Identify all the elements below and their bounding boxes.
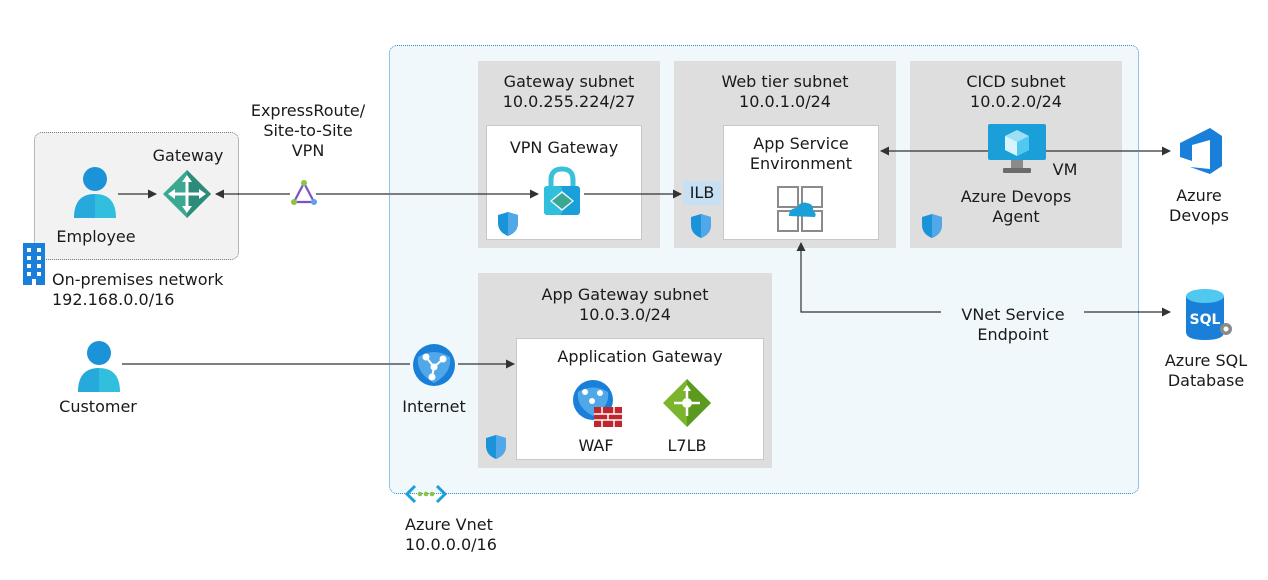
vpn-triangle-icon [291, 180, 317, 205]
expressroute-label-3: VPN [291, 141, 325, 160]
svg-text:SQL: SQL [1190, 312, 1221, 328]
azure-sql-label-1: Azure SQL [1164, 351, 1248, 370]
waf-icon [573, 380, 622, 427]
lock-gateway-icon [544, 166, 580, 215]
router-gateway-icon [163, 170, 211, 218]
vpn-gateway-label: VPN Gateway [509, 138, 619, 157]
waf-label: WAF [578, 436, 614, 455]
vnet-icon [404, 484, 448, 504]
employee-label: Employee [56, 227, 136, 246]
l7lb-label: L7LB [667, 436, 707, 455]
vnet-cidr-label: 10.0.0.0/16 [405, 535, 497, 554]
ilb-badge: ILB [683, 181, 721, 205]
shield-icon [691, 214, 711, 238]
expressroute-label-1: ExpressRoute/ [250, 101, 366, 120]
app-gateway-subnet-title: App Gateway subnet [541, 285, 709, 304]
customer-label: Customer [59, 397, 137, 416]
azure-devops-label-1: Azure [1176, 186, 1222, 205]
shield-icon [486, 435, 506, 459]
shield-icon [498, 212, 518, 236]
vnet-endpoint-label-2: Endpoint [977, 325, 1049, 344]
application-gateway-label: Application Gateway [557, 347, 723, 366]
l7lb-icon [663, 379, 711, 427]
user-icon [74, 167, 116, 218]
azure-devops-icon [1180, 128, 1222, 174]
shield-icon [922, 214, 942, 238]
vnet-name-label: Azure Vnet [405, 515, 493, 534]
application-gateway-box [516, 338, 764, 460]
devops-agent-label-2: Agent [992, 207, 1040, 226]
building-icon [23, 243, 45, 285]
cicd-subnet-cidr: 10.0.2.0/24 [970, 92, 1062, 111]
user-icon [78, 341, 120, 392]
app-gateway-subnet-cidr: 10.0.3.0/24 [579, 305, 671, 324]
azure-sql-label-2: Database [1167, 371, 1245, 390]
gateway-subnet-title: Gateway subnet [503, 72, 635, 91]
app-service-env-label-1: App Service [753, 134, 849, 153]
web-tier-subnet-title: Web tier subnet [721, 72, 849, 91]
gateway-subnet-cidr: 10.0.255.224/27 [502, 92, 636, 111]
azure-devops-label-2: Devops [1169, 206, 1229, 225]
vm-label: VM [1052, 160, 1078, 179]
sql-database-icon: SQL [1186, 289, 1232, 340]
web-tier-subnet-cidr: 10.0.1.0/24 [739, 92, 831, 111]
app-service-env-label-2: Environment [749, 154, 853, 173]
internet-label: Internet [402, 397, 466, 416]
on-premises-network-label: On-premises network [52, 270, 224, 289]
cicd-subnet-title: CICD subnet [966, 72, 1066, 91]
devops-agent-label-1: Azure Devops [960, 187, 1072, 206]
internet-globe-icon [413, 344, 455, 386]
on-premises-network-cidr: 192.168.0.0/16 [52, 290, 175, 309]
vnet-endpoint-label-1: VNet Service [961, 305, 1065, 324]
app-service-env-icon [777, 186, 823, 232]
expressroute-label-2: Site-to-Site [263, 121, 353, 140]
vm-monitor-icon [988, 124, 1046, 173]
gateway-label: Gateway [152, 146, 224, 165]
